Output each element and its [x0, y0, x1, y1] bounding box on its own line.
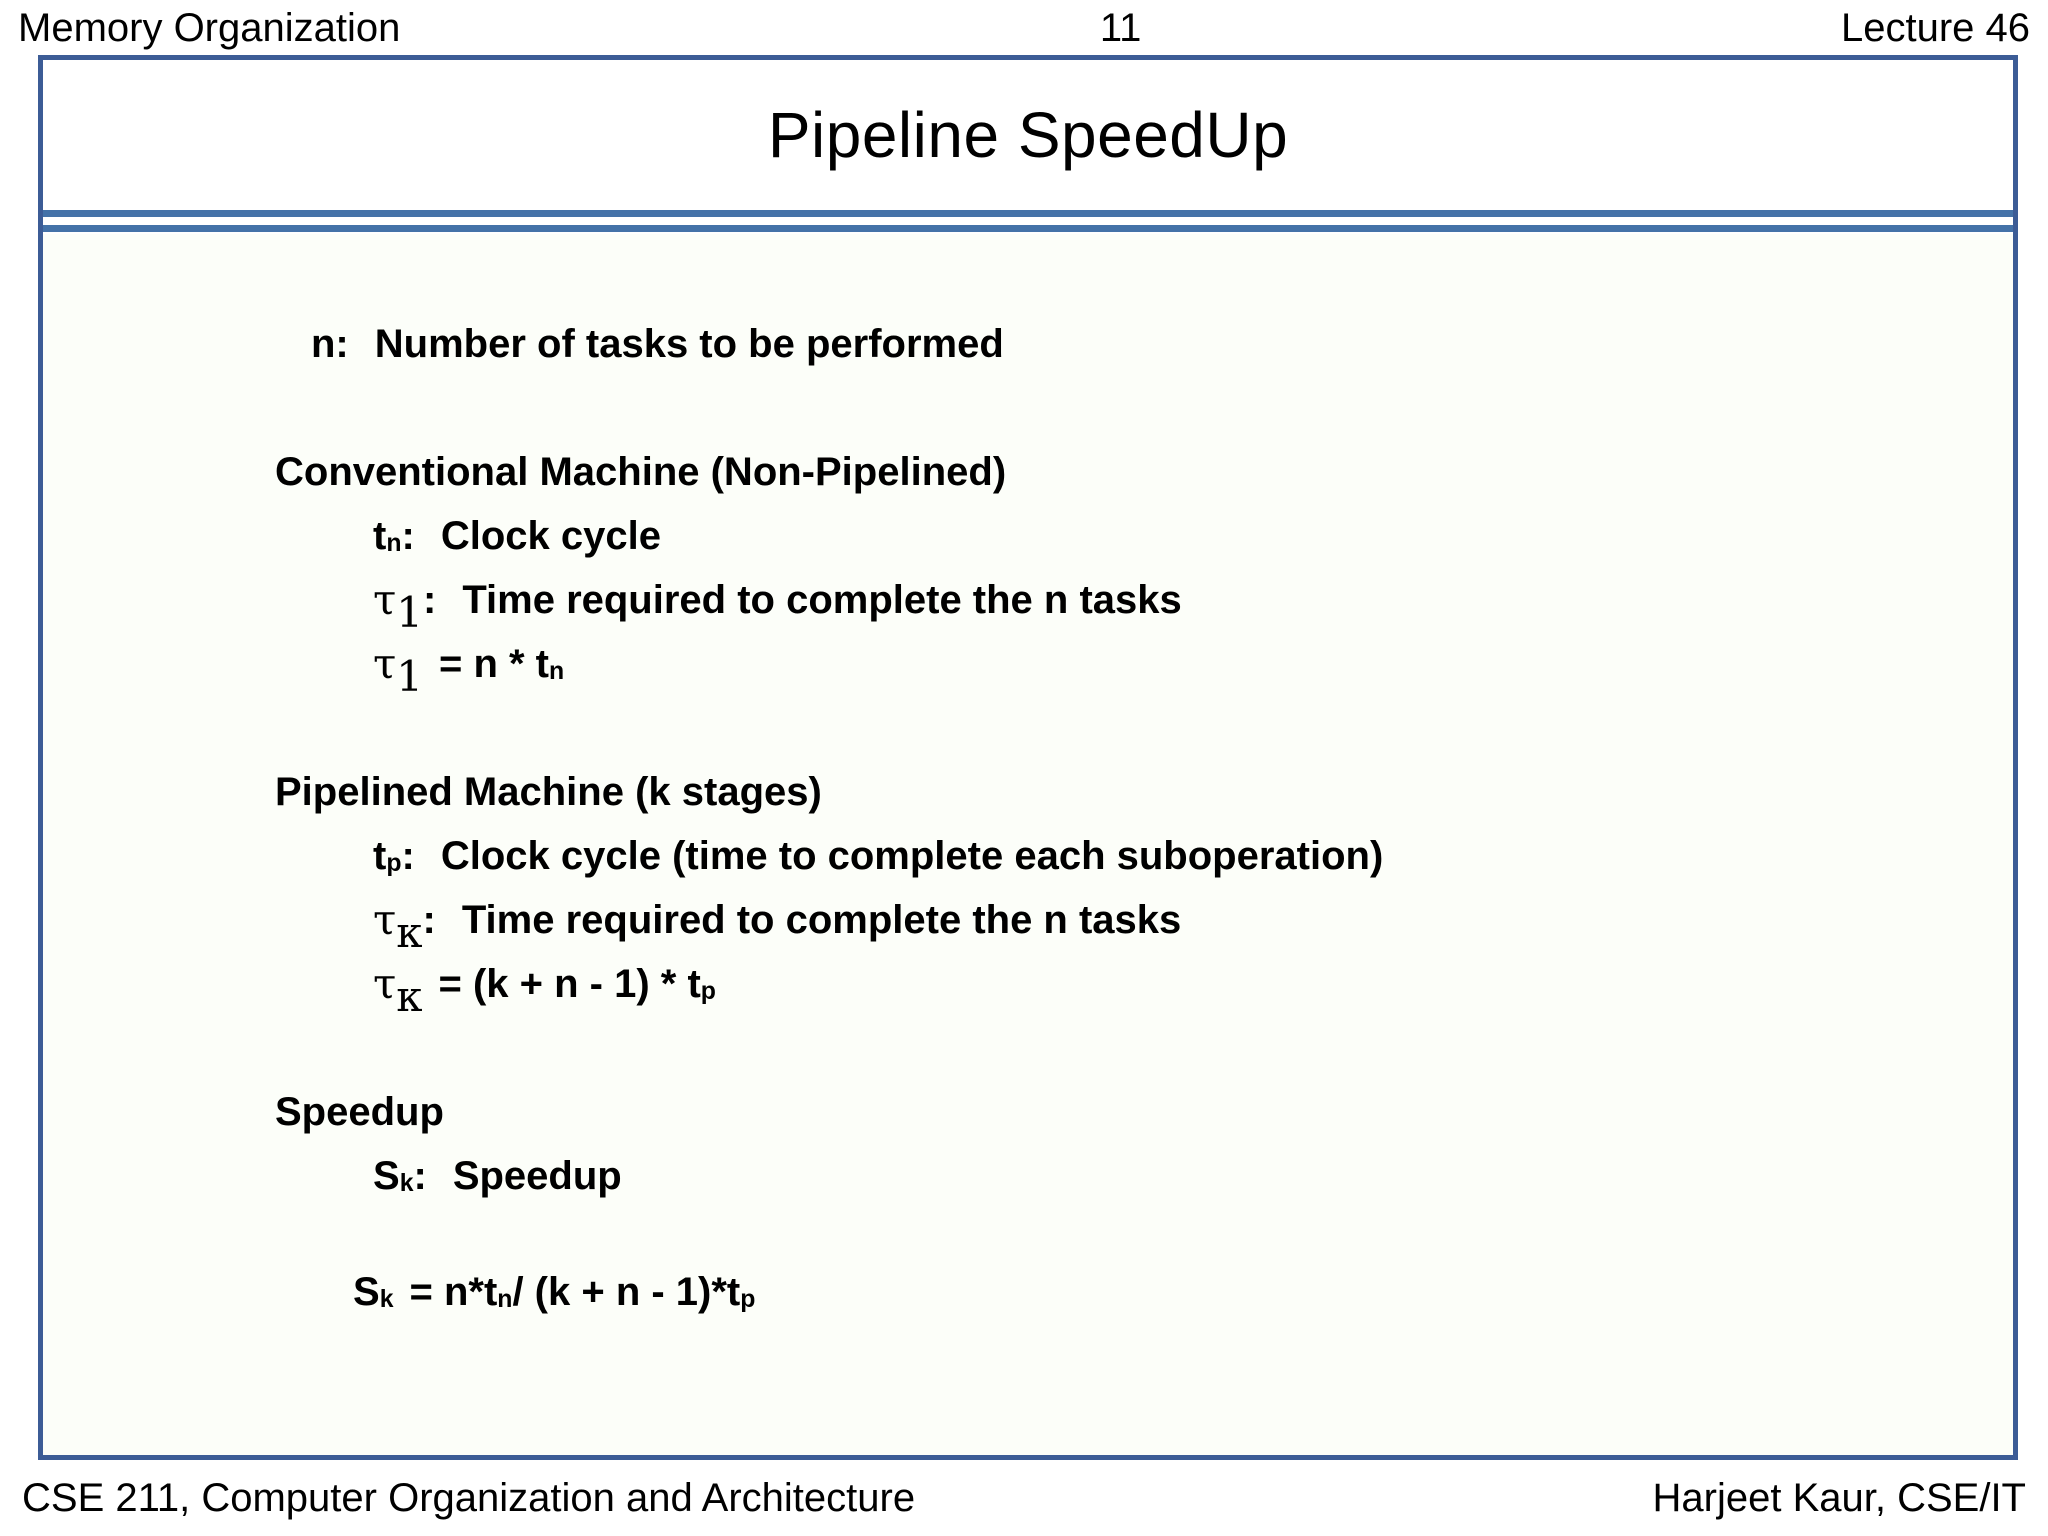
divider-bar-top [43, 210, 2013, 217]
sk-description: Speedup [452, 1154, 622, 1198]
pipelined-heading-text: Pipelined Machine (k stages) [275, 770, 822, 814]
speedup-heading-text: Speedup [275, 1090, 444, 1134]
header-page-number: 11 [1099, 5, 1142, 50]
tauk-subscript: κ [396, 908, 423, 958]
blank-line [43, 376, 2013, 440]
tp-symbol: t [373, 834, 387, 878]
page-title: Pipeline SpeedUp [767, 99, 1289, 171]
sk-eq-rhs-a: = n*t [409, 1270, 498, 1314]
header-course-title: Memory Organization [18, 5, 401, 50]
tau1-eq-rhs: = n * t [438, 642, 550, 686]
tp-subscript: p [386, 849, 402, 877]
tau1-eq-subscript: 1 [396, 652, 423, 702]
tn-symbol: t [373, 514, 387, 558]
content-heading-pipelined: Pipelined Machine (k stages) [43, 760, 2013, 824]
slide-content-list: n: Number of tasks to be performed Conve… [43, 312, 2013, 1324]
footer-author: Harjeet Kaur, CSE/IT [1652, 1476, 2026, 1520]
content-heading-conventional: Conventional Machine (Non-Pipelined) [43, 440, 2013, 504]
tau1-eq-rhs-subscript: n [549, 657, 565, 685]
sk-symbol: S [373, 1154, 400, 1198]
tau1-symbol: τ [373, 575, 397, 624]
sk-colon: : [413, 1154, 427, 1198]
tn-subscript: n [386, 529, 402, 557]
tauk-eq-rhs: = (k + n - 1) * t [438, 962, 701, 1006]
divider-bar-bottom [43, 225, 2013, 232]
blank-line [43, 1208, 2013, 1260]
sk-subscript: k [399, 1169, 414, 1197]
tauk-eq-symbol: τ [373, 959, 397, 1008]
slide-body: n: Number of tasks to be performed Conve… [43, 234, 2013, 1455]
slide-header: Memory Organization 11 Lecture 46 [0, 0, 2048, 55]
header-lecture-number: Lecture 46 [1840, 5, 2030, 50]
tau1-colon: : [422, 578, 437, 622]
tp-description: Clock cycle (time to complete each subop… [440, 834, 1384, 878]
n-description: Number of tasks to be performed [374, 322, 1004, 366]
tauk-symbol: τ [373, 895, 397, 944]
slide-title-band: Pipeline SpeedUp [43, 60, 2013, 210]
tau1-eq-symbol: τ [373, 639, 397, 688]
tn-colon: : [401, 514, 415, 558]
footer-course-info: CSE 211, Computer Organization and Archi… [22, 1476, 916, 1520]
tau1-description: Time required to complete the n tasks [462, 578, 1182, 622]
blank-line [43, 1016, 2013, 1080]
tau1-subscript: 1 [396, 588, 423, 638]
tauk-eq-rhs-subscript: p [700, 977, 716, 1005]
slide-container: Pipeline SpeedUp n: Number of tasks to b… [38, 55, 2018, 1460]
slide-footer: CSE 211, Computer Organization and Archi… [0, 1460, 2048, 1536]
tauk-eq-subscript: κ [396, 972, 423, 1022]
sk-eq-rhs-b: / (k + n - 1)*t [512, 1270, 741, 1314]
conventional-heading-text: Conventional Machine (Non-Pipelined) [275, 450, 1007, 494]
content-line-n: n: Number of tasks to be performed [43, 312, 2013, 376]
tp-colon: : [401, 834, 415, 878]
content-heading-speedup: Speedup [43, 1080, 2013, 1144]
blank-line [43, 696, 2013, 760]
tn-description: Clock cycle [440, 514, 661, 558]
tauk-colon: : [422, 898, 436, 942]
tauk-description: Time required to complete the n tasks [461, 898, 1182, 942]
sk-eq-rhs-subscript-2: p [740, 1285, 756, 1313]
sk-eq-symbol: S [353, 1270, 380, 1314]
sk-eq-rhs-subscript-1: n [497, 1285, 513, 1313]
title-divider [43, 210, 2013, 234]
sk-eq-subscript: k [379, 1285, 394, 1313]
n-label: n: [311, 322, 349, 366]
